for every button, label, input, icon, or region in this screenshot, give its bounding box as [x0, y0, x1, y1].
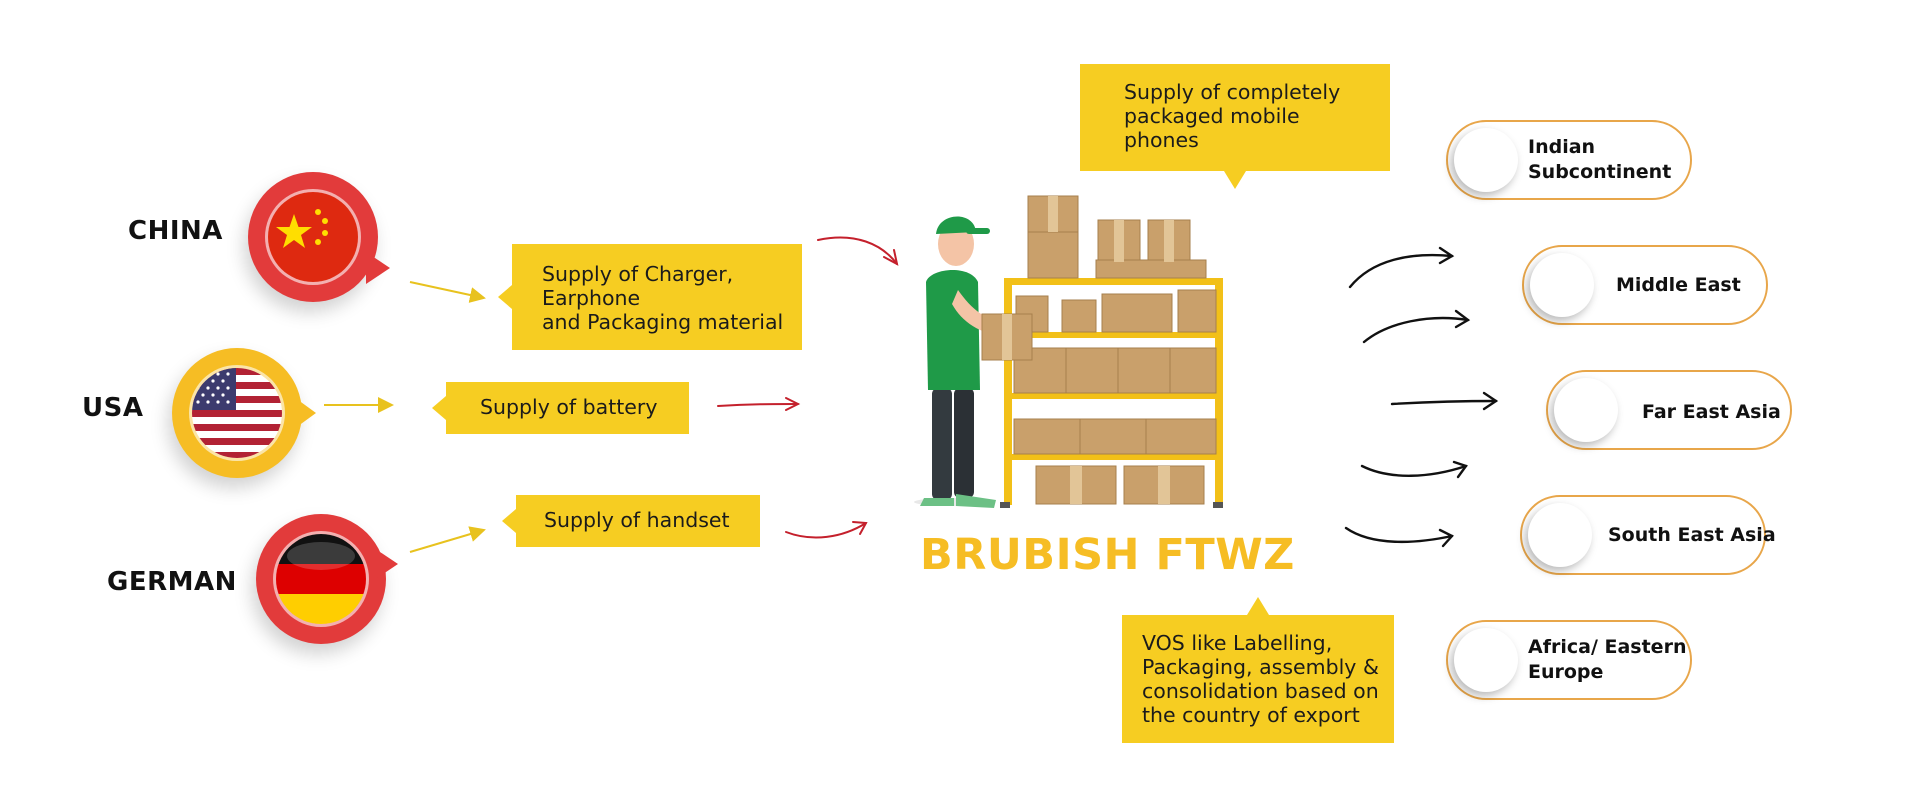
- destination-south-east-asia: South East Asia: [1520, 495, 1776, 575]
- indian-subcontinent-arrow: [1348, 246, 1455, 289]
- africa-europe-arrow: [1344, 526, 1454, 548]
- destination-label: Subcontinent: [1528, 161, 1672, 183]
- destination-label: Far East Asia: [1642, 401, 1781, 423]
- destination-far-east-asia: Far East Asia: [1546, 370, 1792, 450]
- destination-label: Africa/ Eastern: [1528, 636, 1687, 658]
- germany-connector: [409, 526, 486, 553]
- charger-supply-callout: Supply of Charger, Earphone and Packagin…: [498, 244, 802, 350]
- destination-knob: [1530, 253, 1594, 317]
- country-label-usa: USA: [82, 393, 144, 423]
- china-flag-icon: [268, 192, 358, 282]
- charger-arrow: [817, 236, 899, 266]
- middle-east-arrow: [1362, 309, 1471, 344]
- destination-label: Europe: [1528, 661, 1604, 683]
- charger-supply-line: and Packaging material: [542, 310, 784, 334]
- destination-label: South East Asia: [1608, 524, 1776, 546]
- handset-supply-line: Supply of handset: [544, 508, 730, 532]
- destination-africa-eastern-europe: Africa/ Eastern Europe: [1446, 620, 1692, 700]
- handset-arrow: [785, 521, 868, 539]
- vos-line: consolidation based on: [1142, 679, 1379, 703]
- china-connector: [409, 281, 486, 303]
- vos-callout: VOS like Labelling, Packaging, assembly …: [1122, 597, 1394, 743]
- packaged-phones-line: phones: [1124, 128, 1199, 152]
- destination-knob: [1454, 128, 1518, 192]
- hub-title: BRUBISH FTWZ: [920, 530, 1295, 580]
- country-label-china: CHINA: [128, 216, 223, 246]
- destination-label: Middle East: [1616, 274, 1741, 296]
- destination-knob: [1528, 503, 1592, 567]
- charger-supply-line: Supply of Charger,: [542, 262, 734, 286]
- destination-label: Indian: [1528, 136, 1596, 158]
- destination-knob: [1454, 628, 1518, 692]
- vos-line: VOS like Labelling,: [1142, 631, 1333, 655]
- south-east-asia-arrow: [1360, 460, 1468, 479]
- usa-flag-icon: [192, 368, 282, 458]
- warehouse-worker-illustration: [914, 195, 1223, 508]
- packaged-phones-callout: Supply of completely packaged mobile pho…: [1080, 64, 1390, 189]
- far-east-asia-arrow: [1390, 391, 1499, 411]
- destination-middle-east: Middle East: [1522, 245, 1768, 325]
- battery-supply-line: Supply of battery: [480, 395, 658, 419]
- usa-badge: [172, 348, 316, 478]
- charger-supply-line: Earphone: [542, 286, 641, 310]
- vos-line: the country of export: [1142, 703, 1360, 727]
- destination-indian-subcontinent: Indian Subcontinent: [1446, 120, 1692, 200]
- destination-knob: [1554, 378, 1618, 442]
- handset-supply-callout: Supply of handset: [502, 495, 760, 547]
- packaged-phones-line: Supply of completely: [1124, 80, 1341, 104]
- china-badge: [248, 172, 390, 302]
- battery-supply-callout: Supply of battery: [432, 382, 689, 434]
- country-label-germany: GERMAN: [107, 567, 237, 597]
- germany-badge: [256, 514, 398, 644]
- packaged-phones-line: packaged mobile: [1124, 104, 1300, 128]
- battery-arrow: [717, 397, 801, 411]
- vos-line: Packaging, assembly &: [1142, 655, 1379, 679]
